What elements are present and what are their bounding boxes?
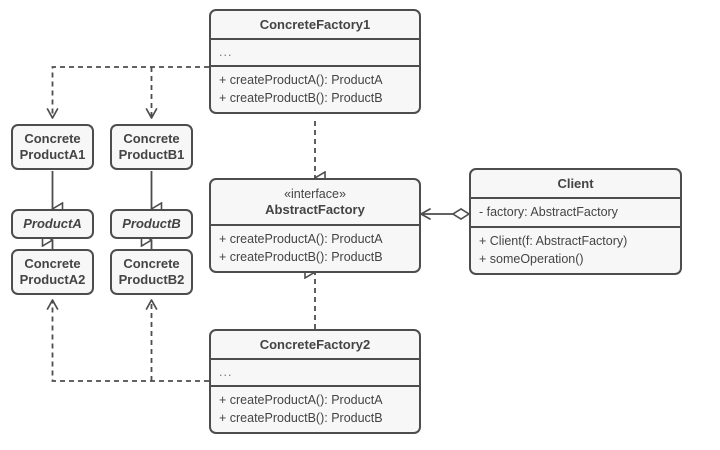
class-box-client[interactable]: Client - factory: AbstractFactory + Clie… xyxy=(469,168,682,275)
class-name-concreteproductb2: Concrete ProductB2 xyxy=(112,251,191,293)
operations-compartment-abstractfactory: + createProductA(): ProductA + createPro… xyxy=(211,224,419,271)
class-box-abstractfactory[interactable]: «interface» AbstractFactory + createProd… xyxy=(209,178,421,273)
class-box-concreteproductb2[interactable]: Concrete ProductB2 xyxy=(110,249,193,295)
class-box-producta[interactable]: ProductA xyxy=(11,209,94,239)
relationship-concretefactory2-depends-products xyxy=(46,299,209,382)
class-name-abstractfactory: «interface» AbstractFactory xyxy=(211,180,419,224)
stereotype-label: «interface» xyxy=(284,187,346,201)
attribute-row: - factory: AbstractFactory xyxy=(479,205,618,219)
class-name-line-1: Concrete xyxy=(24,256,81,271)
class-name-concreteproducta1: Concrete ProductA1 xyxy=(13,126,92,168)
class-box-concretefactory1[interactable]: ConcreteFactory1 ... + createProductA():… xyxy=(209,9,421,114)
class-name-label: AbstractFactory xyxy=(265,202,365,217)
attributes-compartment-concretefactory1: ... xyxy=(211,38,419,65)
operations-compartment-concretefactory2: + createProductA(): ProductA + createPro… xyxy=(211,385,419,432)
relationship-concretefactory1-depends-products xyxy=(46,66,209,119)
class-box-concreteproducta1[interactable]: Concrete ProductA1 xyxy=(11,124,94,170)
operation-row: + createProductA(): ProductA xyxy=(219,232,383,246)
class-name-concretefactory2: ConcreteFactory2 xyxy=(259,337,371,352)
operation-row: + createProductB(): ProductB xyxy=(219,91,383,105)
class-name-line-2: ProductB2 xyxy=(118,272,185,287)
class-name-concreteproducta2: Concrete ProductA2 xyxy=(13,251,92,293)
attribute-row: ... xyxy=(219,45,233,59)
attribute-row: ... xyxy=(219,365,233,379)
operations-compartment-concretefactory1: + createProductA(): ProductA + createPro… xyxy=(211,65,419,112)
operation-row: + createProductA(): ProductA xyxy=(219,73,383,87)
operations-compartment-client: + Client(f: AbstractFactory) + someOpera… xyxy=(471,226,680,273)
class-name-producta: ProductA xyxy=(23,216,82,231)
class-name-line-2: ProductA1 xyxy=(19,147,86,162)
class-name-line-1: Concrete xyxy=(123,131,180,146)
class-box-concretefactory2[interactable]: ConcreteFactory2 ... + createProductA():… xyxy=(209,329,421,434)
operation-row: + createProductB(): ProductB xyxy=(219,250,383,264)
operation-row: + Client(f: AbstractFactory) xyxy=(479,234,628,248)
class-box-productb[interactable]: ProductB xyxy=(110,209,193,239)
attributes-compartment-client: - factory: AbstractFactory xyxy=(471,197,680,226)
class-name-line-2: ProductA2 xyxy=(19,272,86,287)
class-name-concretefactory1: ConcreteFactory1 xyxy=(259,17,371,32)
operation-row: + someOperation() xyxy=(479,252,584,266)
class-name-productb: ProductB xyxy=(122,216,181,231)
class-box-concreteproducta2[interactable]: Concrete ProductA2 xyxy=(11,249,94,295)
class-name-line-1: Concrete xyxy=(24,131,81,146)
class-name-line-1: Concrete xyxy=(123,256,180,271)
class-name-line-2: ProductB1 xyxy=(118,147,185,162)
attributes-compartment-concretefactory2: ... xyxy=(211,358,419,385)
operation-row: + createProductA(): ProductA xyxy=(219,393,383,407)
class-name-concreteproductb1: Concrete ProductB1 xyxy=(112,126,191,168)
class-name-client: Client xyxy=(557,176,594,191)
class-box-concreteproductb1[interactable]: Concrete ProductB1 xyxy=(110,124,193,170)
operation-row: + createProductB(): ProductB xyxy=(219,411,383,425)
